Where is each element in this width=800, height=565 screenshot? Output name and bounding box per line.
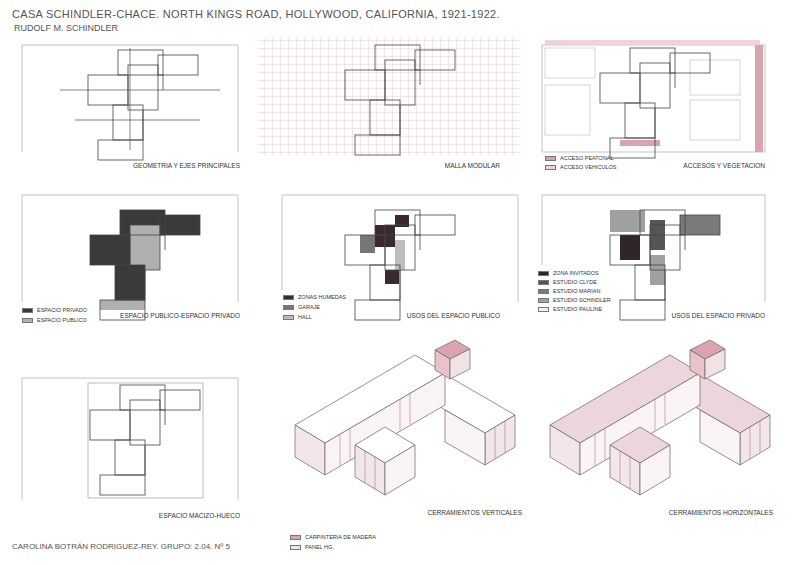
panel-caption: USOS DEL ESPACIO PUBLICO — [407, 312, 500, 319]
legend-label: ESTUDIO PAULINE — [553, 306, 602, 312]
panel-caption: CERRAMIENTOS HORIZONTALES — [669, 509, 773, 516]
legend-swatch — [290, 545, 301, 550]
legend-swatch — [538, 298, 549, 303]
legend-label: CARPINTERIA DE MADERA — [305, 534, 376, 540]
legend-swatch — [545, 165, 556, 170]
legend-swatch — [538, 271, 549, 276]
legend-label: ESPACIO PRIVADO — [37, 307, 87, 313]
legend-label: ESTUDIO CLYDE — [553, 279, 597, 285]
panel-caption: CERRAMIENTOS VERTICALES — [428, 509, 522, 516]
legend-label: GARAJE — [298, 304, 320, 310]
legend-swatch — [283, 295, 294, 300]
legend-label: ESPACIO PUBLICO — [37, 317, 87, 323]
legend-label: ESTUDIO MARIAN — [553, 288, 600, 294]
architect-name: RUDOLF M. SCHINDLER — [14, 24, 118, 34]
legend-swatch — [283, 305, 294, 310]
panel-caption: ESPACIO PUBLICO-ESPACIO PRIVADO — [120, 312, 240, 319]
panel-caption: ESPACIO MACIZO-HUECO — [159, 512, 240, 519]
legend-label: HALL — [298, 314, 312, 320]
panel-caption: MALLA MODULAR — [445, 162, 500, 169]
legend-label: ESTUDIO SCHINDLER — [553, 297, 611, 303]
author-credit: CAROLINA BOTRÁN RODRIGUEZ-REY. GRUPO: 2.… — [12, 543, 230, 552]
legend-swatch — [538, 280, 549, 285]
legend-swatch — [22, 318, 33, 323]
legend-label: PANEL HG. — [305, 544, 334, 550]
legend-label: ACCESO VEHICULOS — [560, 164, 617, 170]
panel-caption: GEOMETRIA Y EJES PRINCIPALES — [133, 162, 240, 169]
legend-swatch — [22, 308, 33, 313]
legend-swatch — [538, 307, 549, 312]
legend-swatch — [538, 289, 549, 294]
panel-caption: USOS DEL ESPACIO PRIVADO — [672, 312, 765, 319]
legend-label: ZONA INVITADOS — [553, 270, 599, 276]
sheet-title: CASA SCHINDLER-CHACE. NORTH KINGS ROAD, … — [12, 8, 500, 20]
legend-swatch — [290, 535, 301, 540]
legend-label: ZONAS HUMEDAS — [298, 294, 346, 300]
legend-swatch — [545, 156, 556, 161]
panel-caption: ACCESOS Y VEGETACION — [683, 162, 765, 169]
legend-swatch — [283, 315, 294, 320]
legend-label: ACCESO PEATONAL — [560, 155, 614, 161]
